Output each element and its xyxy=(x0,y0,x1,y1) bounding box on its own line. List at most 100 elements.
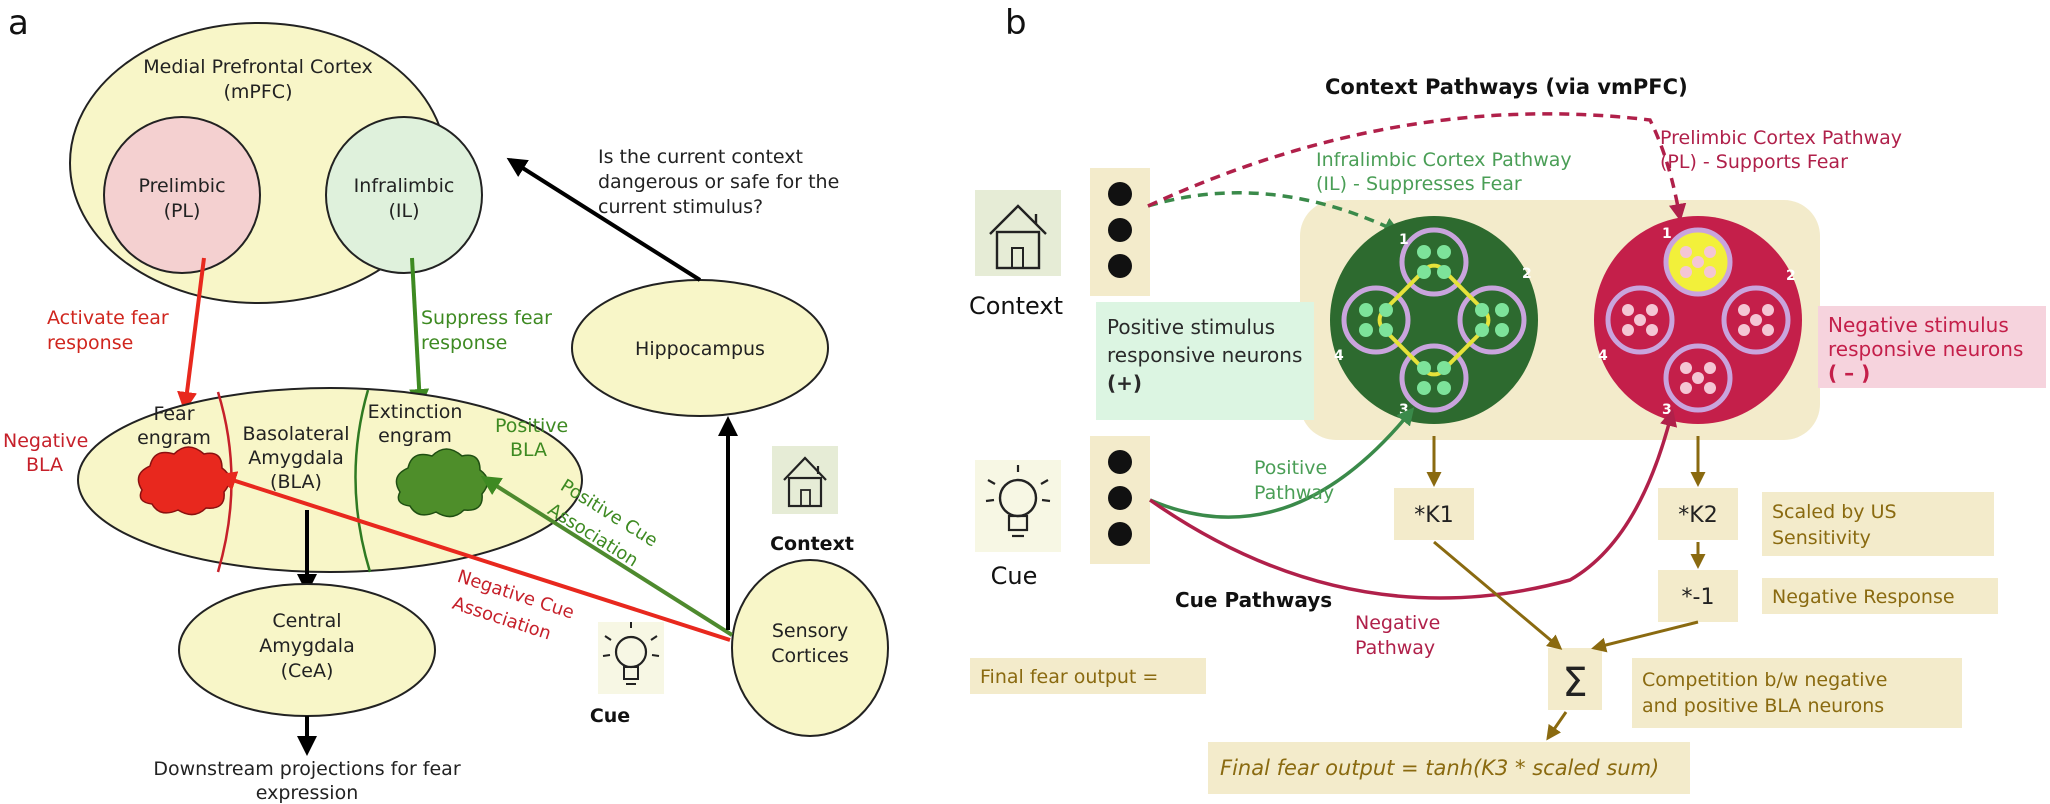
negative-pathway-arrow xyxy=(1148,408,1678,600)
prelimbic-abbr: (PL) xyxy=(164,200,201,222)
house-icon xyxy=(772,446,838,514)
lightbulb-icon xyxy=(598,622,664,694)
lightbulb-icon-b xyxy=(975,460,1061,552)
sensory-cortices-region xyxy=(731,559,889,737)
negative-neurons-line-3: ( – ) xyxy=(1828,361,1870,385)
negative-response-box xyxy=(1762,578,1998,614)
positive-neurons-line-2: responsive neurons xyxy=(1107,343,1302,367)
bla-line-1: Basolateral xyxy=(243,423,350,445)
cue-input-dot xyxy=(1108,450,1132,474)
context-label-b: Context xyxy=(969,292,1063,320)
house-icon-b xyxy=(975,190,1061,276)
neg-cluster-2-number: 2 xyxy=(1786,268,1796,284)
positive-cue-arrow xyxy=(480,475,734,637)
infralimbic-abbr: (IL) xyxy=(388,200,419,222)
il-pathway-line-2: (IL) - Suppresses Fear xyxy=(1316,173,1522,195)
context-label-a: Context xyxy=(770,533,854,555)
k1-box xyxy=(1394,488,1474,540)
il-pathway-line-1: Infralimbic Cortex Pathway xyxy=(1316,149,1572,171)
pl-pathway-arrow xyxy=(1147,112,1687,222)
question-line-1: Is the current context xyxy=(598,146,803,168)
cue-label-a: Cue xyxy=(590,705,630,727)
sum-box xyxy=(1548,648,1602,710)
pl-to-fear-arrow xyxy=(177,257,206,412)
hippocampus-label: Hippocampus xyxy=(635,338,765,360)
pl-pathway-line-1: Prelimbic Cortex Pathway xyxy=(1660,127,1902,149)
negative-response-label: Negative Response xyxy=(1772,586,1955,608)
neg-cluster-1-number: 1 xyxy=(1662,226,1672,242)
positive-neurons-box xyxy=(1096,302,1314,420)
k2-label: *K2 xyxy=(1678,503,1717,528)
scaled-us-box xyxy=(1762,492,1994,556)
positive-pathway-line-2: Pathway xyxy=(1254,482,1334,504)
pos-cluster-4-number: 4 xyxy=(1334,348,1344,364)
negative-bla-line-2: BLA xyxy=(26,454,63,476)
cue-pathways-label: Cue Pathways xyxy=(1175,588,1332,612)
bla-extinction-boundary xyxy=(354,389,372,573)
scaled-us-line-1: Scaled by US xyxy=(1772,501,1897,523)
negative-population xyxy=(1594,216,1802,424)
pos-cluster-1-number: 1 xyxy=(1399,232,1409,248)
panel-b-label: b xyxy=(1005,3,1027,43)
panel-a-label: a xyxy=(8,3,29,43)
bla-line-3: (BLA) xyxy=(270,471,322,493)
suppress-line-1: Suppress fear xyxy=(421,307,552,329)
downstream-line-2: expression xyxy=(256,782,359,804)
infralimbic-region xyxy=(325,116,483,274)
positive-neurons xyxy=(1359,245,1509,395)
cue-label-b: Cue xyxy=(991,562,1038,590)
cue-input-dot xyxy=(1108,522,1132,546)
competition-line-2: and positive BLA neurons xyxy=(1642,695,1884,717)
negative-cue-arrow xyxy=(216,471,731,642)
infralimbic-label: Infralimbic xyxy=(354,175,455,197)
negative-neurons-line-2: responsive neurons xyxy=(1828,337,2023,361)
question-line-3: current stimulus? xyxy=(598,196,763,218)
il-highlight-loop xyxy=(1377,263,1491,377)
bla-line-2: Amygdala xyxy=(248,447,343,469)
prelimbic-region xyxy=(103,116,261,274)
neg1-label: *-1 xyxy=(1682,585,1715,610)
positive-neurons-line-3: (+) xyxy=(1107,371,1142,395)
competition-box xyxy=(1632,658,1962,728)
sum-to-output-arrow xyxy=(1546,711,1568,741)
positive-population xyxy=(1330,216,1538,424)
activate-line-1: Activate fear xyxy=(47,307,169,329)
suppress-line-2: response xyxy=(421,332,507,354)
question-line-2: dangerous or safe for the xyxy=(598,171,839,193)
negative-pathway-line-1: Negative xyxy=(1355,612,1440,634)
negative-neurons-line-1: Negative stimulus xyxy=(1828,313,2009,337)
mpfc-abbr: (mPFC) xyxy=(224,81,293,103)
neg1-to-sum-arrow xyxy=(1591,620,1699,653)
positive-bla-line-2: BLA xyxy=(510,439,547,461)
fear-engram-line-2: engram xyxy=(137,427,211,449)
negative-neurons xyxy=(1622,246,1774,394)
cue-input-dot xyxy=(1108,486,1132,510)
pos-cluster-2-number: 2 xyxy=(1522,266,1532,282)
scaled-us-line-2: Sensitivity xyxy=(1772,527,1871,549)
positive-pathway-arrow xyxy=(1149,407,1415,519)
final-output-left-label: Final fear output = xyxy=(980,666,1158,688)
context-input-dot xyxy=(1108,182,1132,206)
mpfc-title: Medial Prefrontal Cortex xyxy=(143,56,373,78)
context-input-dot xyxy=(1108,254,1132,278)
final-output-box xyxy=(1208,742,1690,794)
il-to-extinction-arrow xyxy=(409,257,430,409)
k1-label: *K1 xyxy=(1414,503,1453,528)
fear-engram-line-1: Fear xyxy=(153,403,194,425)
il-pathway-arrow xyxy=(1147,191,1402,234)
k1-to-sum-arrow xyxy=(1433,540,1563,650)
extinction-engram-line-2: engram xyxy=(378,425,452,447)
prelimbic-label: Prelimbic xyxy=(138,175,225,197)
hippocampus-to-mpfc-arrow xyxy=(506,157,702,282)
final-output-formula: Final fear output = tanh(K3 * scaled sum… xyxy=(1220,756,1659,780)
cea-line-3: (CeA) xyxy=(281,660,334,682)
sensory-line-1: Sensory xyxy=(772,620,848,642)
neg-cluster-4-number: 4 xyxy=(1598,348,1608,364)
context-input-dot xyxy=(1108,218,1132,242)
downstream-line-1: Downstream projections for fear xyxy=(153,758,460,780)
positive-bla-line-1: Positive xyxy=(495,415,568,437)
final-output-left-box xyxy=(970,658,1206,694)
bla-region xyxy=(77,387,583,573)
sum-symbol: Σ xyxy=(1562,660,1587,706)
cea-line-1: Central xyxy=(272,610,341,632)
